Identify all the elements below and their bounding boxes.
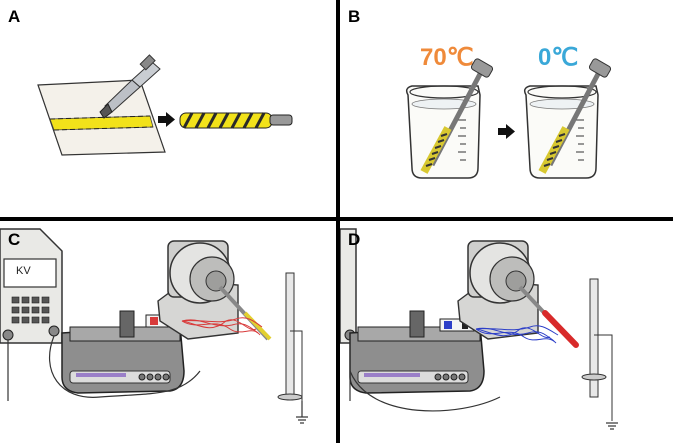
panel-c-illustration <box>0 228 308 424</box>
panel-d: D <box>340 221 673 443</box>
arrow-icon <box>158 112 175 127</box>
collector-stand <box>277 272 303 401</box>
hot-temperature-label: 70℃ <box>420 44 474 71</box>
hot-beaker <box>405 58 494 179</box>
cold-beaker <box>523 58 612 179</box>
panel-a-illustration <box>37 54 293 156</box>
collector-stand <box>581 278 613 421</box>
panel-d-illustration <box>340 228 618 430</box>
fiber-jet <box>475 325 559 344</box>
vertical-divider <box>336 0 340 443</box>
panel-label-d: D <box>348 230 361 249</box>
syringe-pump <box>349 310 485 394</box>
arrow-icon <box>498 124 515 139</box>
cold-temperature-label: 0℃ <box>538 44 579 71</box>
panel-b-illustration <box>405 58 612 179</box>
panel-label-a: A <box>8 7 21 26</box>
horizontal-divider <box>0 217 673 221</box>
panel-label-c: C <box>8 230 21 249</box>
scalpel-icon <box>99 54 161 119</box>
power-supply-display: KV <box>16 265 31 277</box>
panel-c: KV C <box>0 221 336 443</box>
power-supply <box>0 228 63 344</box>
panel-label-b: B <box>348 7 361 26</box>
fiber-jet <box>181 317 263 336</box>
motor <box>457 240 552 340</box>
panel-a: A <box>0 0 336 217</box>
twisted-yarn <box>179 112 293 129</box>
panel-b: B 70℃ 0℃ <box>340 0 673 217</box>
